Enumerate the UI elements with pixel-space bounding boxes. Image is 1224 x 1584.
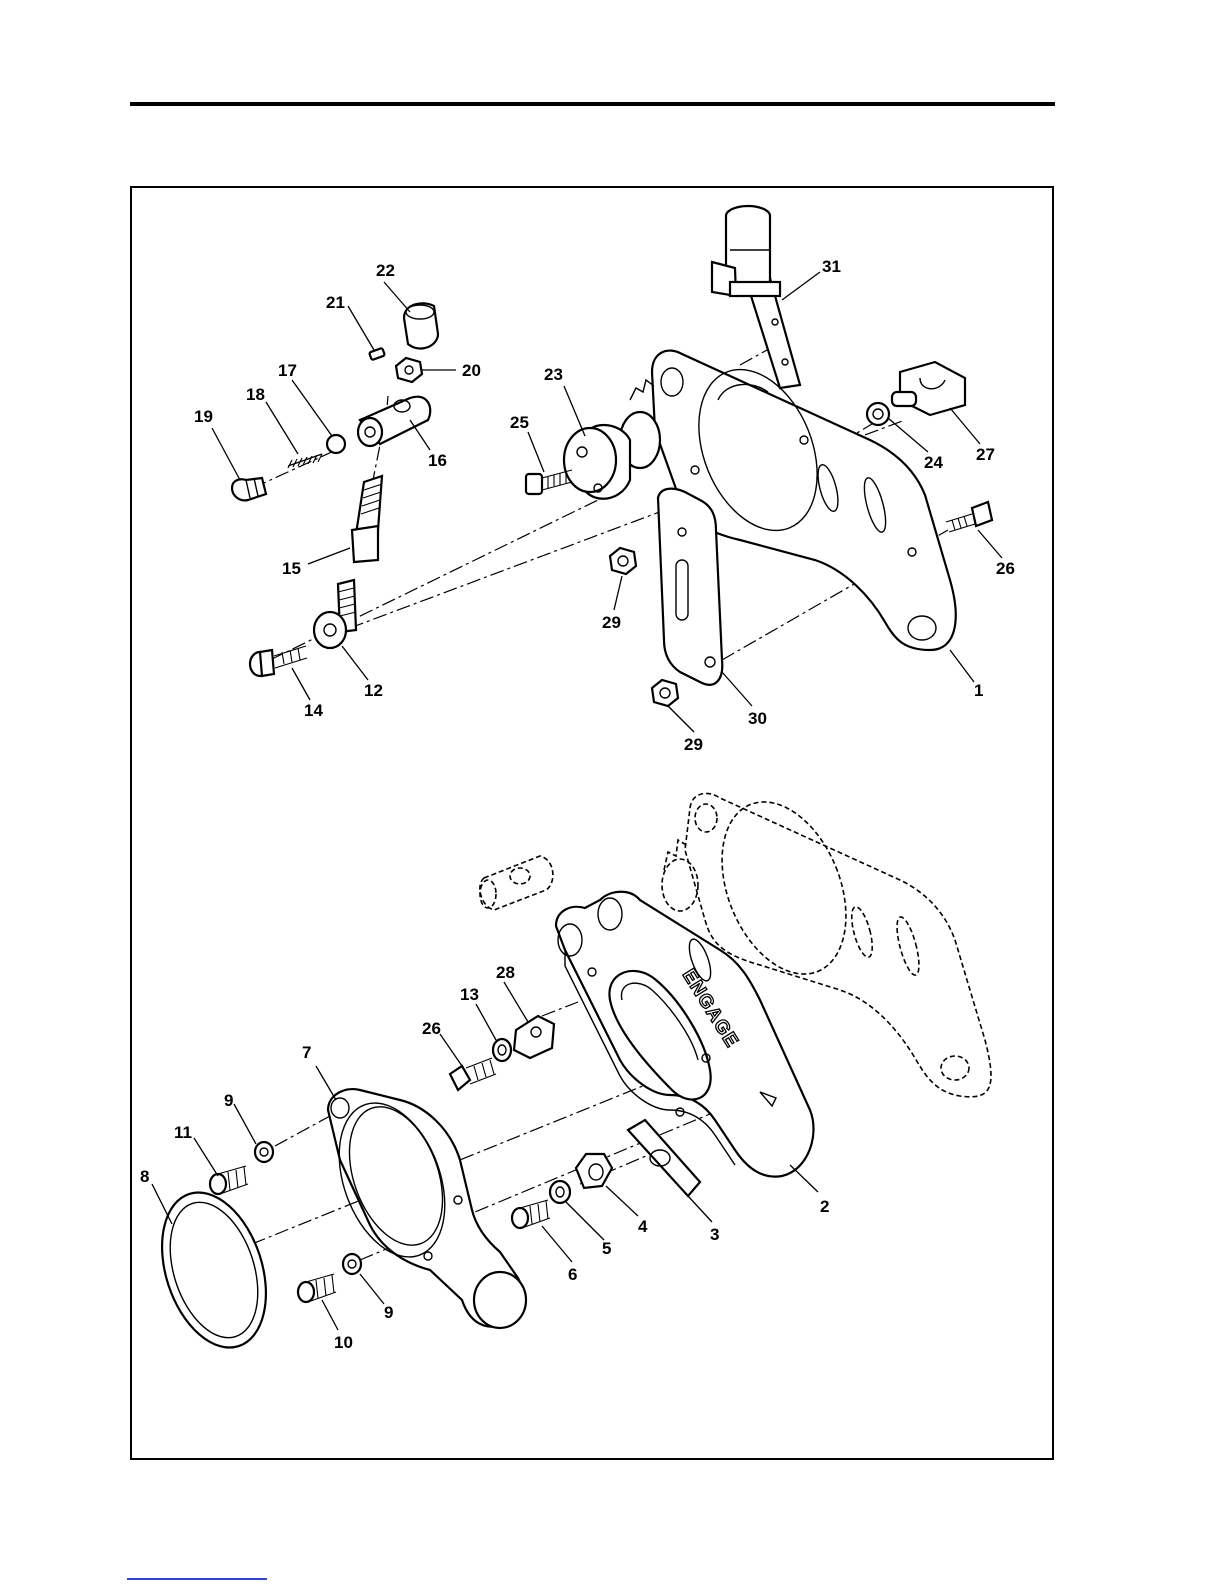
callout-31: 31 (822, 257, 841, 276)
callout-1: 1 (974, 681, 983, 700)
callout-21: 21 (326, 293, 345, 312)
part-9-washer-lower (343, 1254, 361, 1274)
footer-link-underline (127, 1578, 267, 1580)
part-6-screw (512, 1200, 550, 1228)
part-29-nut-upper (610, 548, 636, 574)
callout-28: 28 (496, 963, 515, 982)
callout-11: 11 (174, 1123, 192, 1142)
part-16-body (358, 397, 430, 446)
part-14-bolt (250, 646, 307, 676)
callout-29-upper: 29 (602, 613, 621, 632)
callout-8: 8 (140, 1167, 149, 1186)
part-18-spring (288, 454, 322, 468)
callout-9-lower: 9 (384, 1303, 393, 1322)
callout-4: 4 (638, 1217, 648, 1236)
callout-30: 30 (748, 709, 767, 728)
callout-23: 23 (544, 365, 563, 384)
callout-16: 16 (428, 451, 447, 470)
phantom-pin (480, 856, 553, 910)
part-25-screw (526, 470, 572, 494)
part-30-plate (658, 489, 722, 685)
part-9-washer-upper (255, 1142, 273, 1162)
callout-22: 22 (376, 261, 395, 280)
callout-10: 10 (334, 1333, 353, 1352)
callout-9-upper: 9 (224, 1091, 233, 1110)
callout-26-upper: 26 (996, 559, 1015, 578)
part-23-spacer (564, 412, 660, 499)
callout-7: 7 (302, 1043, 311, 1062)
callout-6: 6 (568, 1265, 577, 1284)
part-5-washer (550, 1181, 570, 1203)
callout-5: 5 (602, 1239, 611, 1258)
callout-17: 17 (278, 361, 297, 380)
callout-19: 19 (194, 407, 213, 426)
part-12-banjo (314, 580, 356, 648)
part-10-screw (298, 1274, 336, 1302)
part-28-block (514, 1016, 554, 1058)
part-27-clamp (892, 362, 965, 415)
callout-13: 13 (460, 985, 479, 1004)
part-13-washer (493, 1039, 511, 1061)
part-24-washer (867, 403, 889, 425)
callout-24: 24 (924, 453, 943, 472)
callout-27: 27 (976, 445, 995, 464)
callout-18: 18 (246, 385, 265, 404)
part-8-ring (144, 1179, 285, 1361)
part-4-nut (576, 1154, 612, 1188)
part-11-screw (210, 1166, 248, 1194)
part-7-housing (320, 1088, 526, 1328)
callout-25: 25 (510, 413, 529, 432)
part-20-nut (396, 358, 422, 382)
callout-20: 20 (462, 361, 481, 380)
part-26-bolt-upper (946, 502, 992, 532)
callout-26-lower: 26 (422, 1019, 441, 1038)
part-21-setscrew (369, 348, 385, 360)
part-26-bolt-lower (450, 1058, 496, 1090)
callout-14: 14 (304, 701, 323, 720)
callout-3: 3 (710, 1225, 719, 1244)
callout-29-lower: 29 (684, 735, 703, 754)
part-3-tab-plate (628, 1120, 700, 1196)
part-29-nut-lower (652, 680, 678, 706)
callout-15: 15 (282, 559, 301, 578)
part-17-ball (327, 435, 345, 453)
part-19-fitting (232, 478, 266, 500)
callout-2: 2 (820, 1197, 829, 1216)
part-15-fitting (352, 476, 382, 562)
callout-12: 12 (364, 681, 383, 700)
